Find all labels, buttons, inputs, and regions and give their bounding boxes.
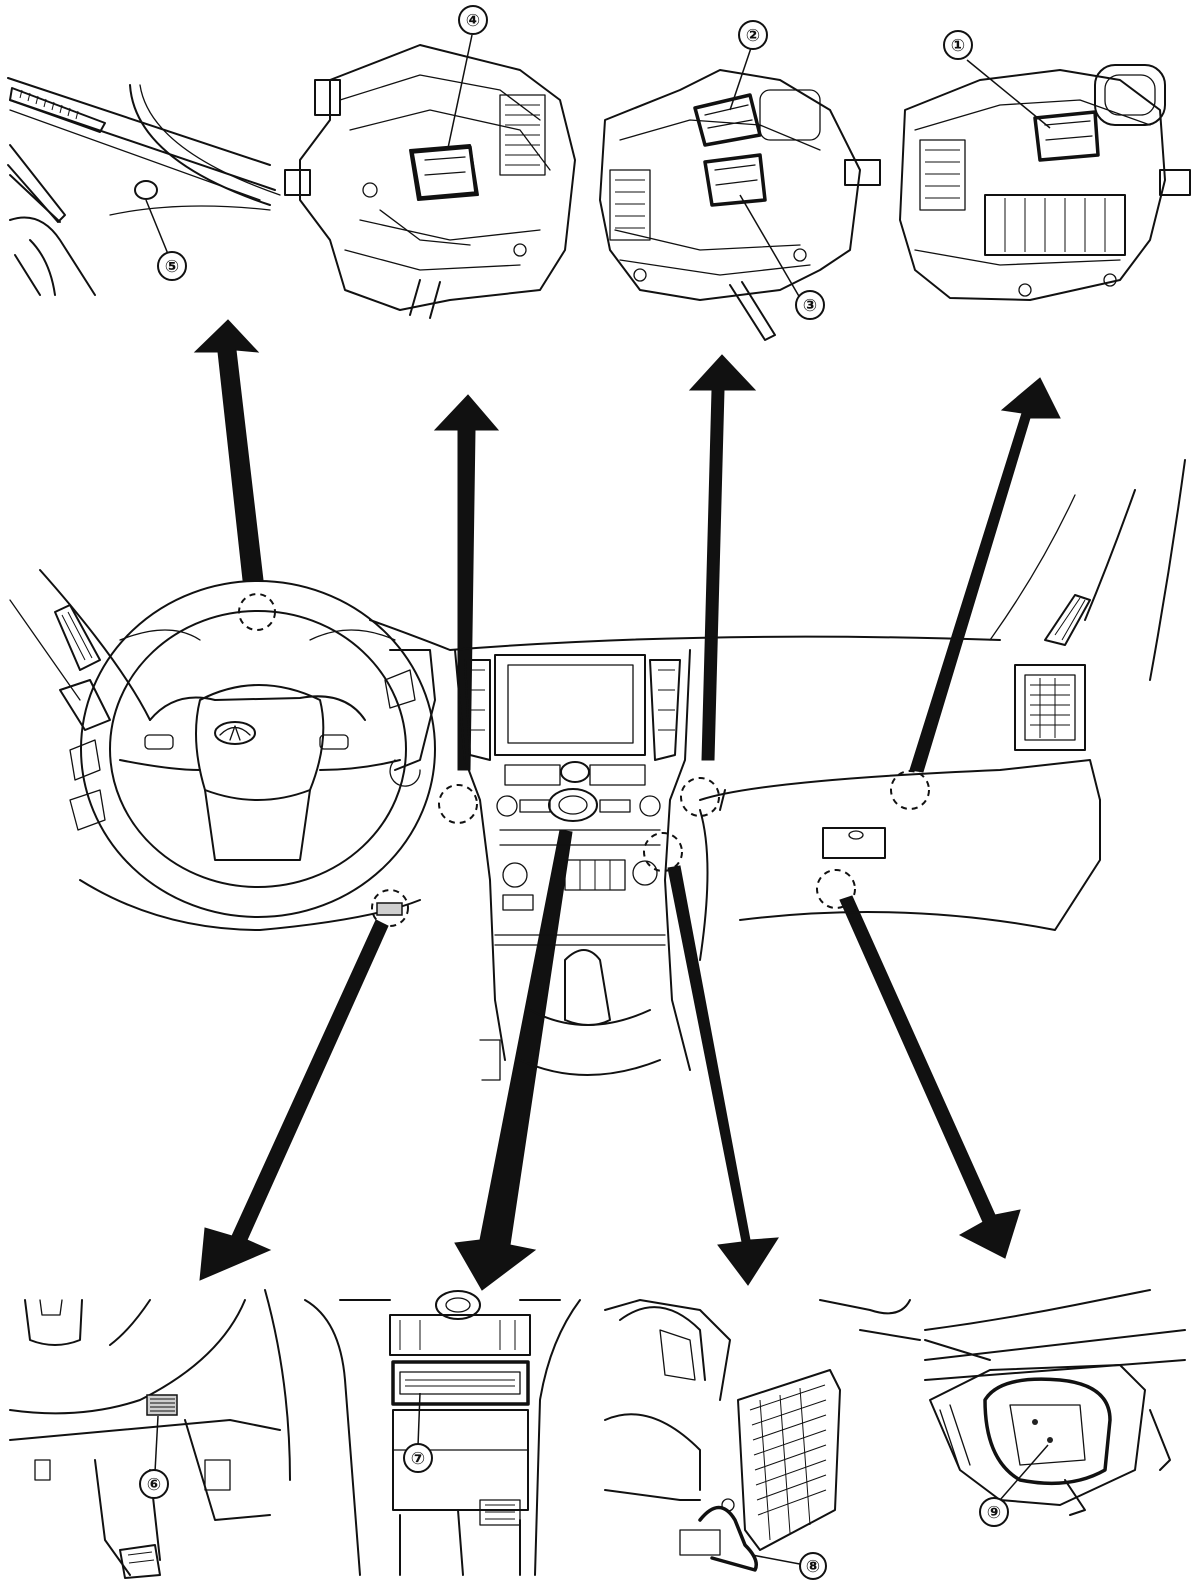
callout-9: ⑨ xyxy=(979,1497,1009,1527)
arrow-to-actuator-1 xyxy=(909,377,1061,773)
callout-2-label: ② xyxy=(746,26,760,46)
callout-5: ⑤ xyxy=(157,251,187,281)
callout-8-label: ⑧ xyxy=(806,1557,820,1577)
arrow-to-actuator-4 xyxy=(433,394,500,771)
sunload-sensor-outline xyxy=(134,180,158,200)
callout-3: ③ xyxy=(795,290,825,320)
callout-5-label: ⑤ xyxy=(165,257,179,277)
dashboard-overview xyxy=(9,459,1186,1081)
steering-wheel xyxy=(80,580,436,918)
windshield-vent-grille xyxy=(9,87,106,133)
detail-windshield-sensor xyxy=(7,77,281,296)
detail-evaporator-sensor xyxy=(604,1299,921,1572)
callout-6-label: ⑥ xyxy=(147,1475,161,1495)
detail-blower-unit xyxy=(924,1289,1186,1516)
callout-7: ⑦ xyxy=(403,1443,433,1473)
detail-centre-stack-module xyxy=(304,1290,581,1576)
arrow-to-sensor-8 xyxy=(667,865,779,1286)
callout-1: ① xyxy=(943,30,973,60)
callout-1-label: ① xyxy=(951,36,965,56)
detail-hvac-unit-center xyxy=(599,44,881,341)
arrow-to-actuators-2-3 xyxy=(688,354,757,761)
callout-2: ② xyxy=(738,20,768,50)
callout-6: ⑥ xyxy=(139,1469,169,1499)
detail-hvac-unit-right xyxy=(899,59,1191,301)
sensor-6-grille xyxy=(146,1394,178,1416)
detail-hvac-unit-left xyxy=(284,34,576,319)
callout-3-label: ③ xyxy=(803,296,817,316)
callout-9-label: ⑨ xyxy=(987,1503,1001,1523)
location-markers xyxy=(238,593,930,927)
callout-4: ④ xyxy=(458,5,488,35)
callout-4-label: ④ xyxy=(466,11,480,31)
arrow-to-sensor-6 xyxy=(199,919,389,1281)
arrow-to-unit-9 xyxy=(839,895,1021,1259)
callout-7-label: ⑦ xyxy=(411,1449,425,1469)
arrow-to-module-7 xyxy=(454,829,573,1291)
detail-knee-area-sensor xyxy=(9,1289,291,1579)
arrow-to-sensor-5 xyxy=(193,319,264,581)
navigation-display-outline xyxy=(494,654,646,756)
callout-8: ⑧ xyxy=(799,1552,827,1580)
glovebox-handle xyxy=(822,827,886,859)
